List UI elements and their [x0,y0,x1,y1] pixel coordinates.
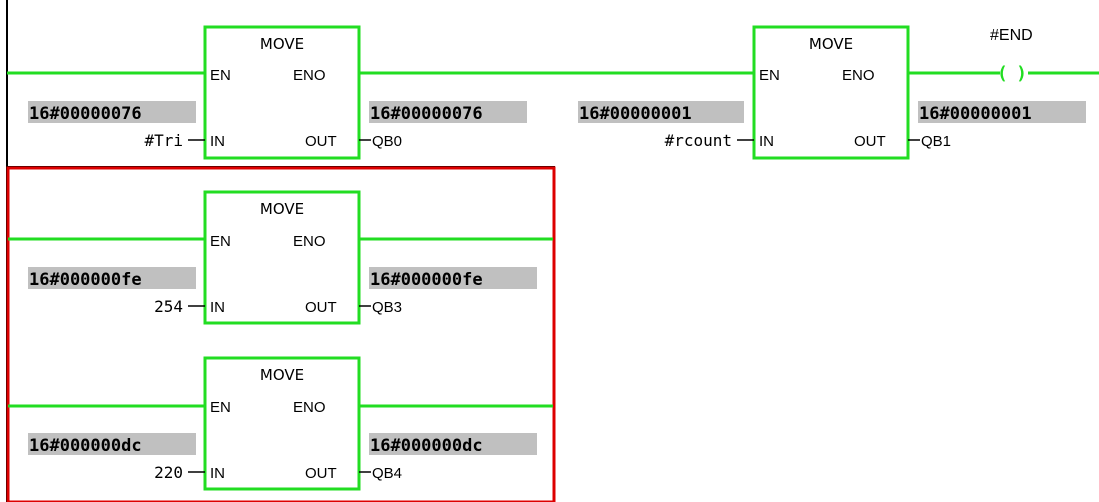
output-operand[interactable]: QB1 [921,133,951,150]
output-value: 16#000000fe [370,270,483,290]
pin-en: EN [759,67,780,84]
value-highlight [28,267,196,289]
move-block-box [752,25,910,160]
input-operand[interactable]: #Tri [144,131,183,150]
move-block-1[interactable]: MOVE EN ENO IN OUT 16#00000076 #Tri 16#0… [28,25,527,160]
pin-eno: ENO [293,233,326,250]
value-highlight [28,101,196,123]
pin-eno: ENO [293,399,326,416]
block-title: MOVE [260,35,304,53]
value-highlight [28,433,196,455]
output-operand[interactable]: QB3 [372,299,402,316]
move-block-4[interactable]: MOVE EN ENO IN OUT 16#000000dc 220 16#00… [28,356,537,491]
move-block-3[interactable]: MOVE EN ENO IN OUT 16#000000fe 254 16#00… [28,190,537,325]
value-highlight [369,101,527,123]
coil-symbol: ( ) [997,63,1027,84]
input-value: 16#000000dc [29,436,142,456]
value-highlight [578,101,744,123]
input-operand[interactable]: 220 [154,463,183,482]
input-operand[interactable]: 254 [154,297,183,316]
pin-out: OUT [305,465,337,482]
pin-in: IN [210,299,225,316]
move-block-box [203,190,361,325]
pin-out: OUT [305,299,337,316]
input-value: 16#00000076 [29,104,142,124]
block-title: MOVE [260,200,304,218]
pin-en: EN [210,233,231,250]
value-highlight [369,433,537,455]
pin-out: OUT [854,133,886,150]
pin-eno: ENO [293,67,326,84]
output-value: 16#00000076 [370,104,483,124]
input-value: 16#000000fe [29,270,142,290]
coil-label: #END [990,27,1033,44]
move-block-box [203,25,361,160]
value-highlight [369,267,537,289]
block-title: MOVE [260,366,304,384]
move-block-box [203,356,361,491]
value-highlight [918,101,1086,123]
output-value: 16#00000001 [919,104,1032,124]
pin-in: IN [759,133,774,150]
pin-en: EN [210,399,231,416]
output-operand[interactable]: QB0 [372,133,402,150]
pin-in: IN [210,133,225,150]
move-block-2[interactable]: MOVE EN ENO IN OUT 16#00000001 #rcount 1… [578,25,1086,160]
pin-out: OUT [305,133,337,150]
output-operand[interactable]: QB4 [372,465,402,482]
input-operand[interactable]: #rcount [665,131,732,150]
input-value: 16#00000001 [579,104,692,124]
selection-rectangle[interactable] [6,166,556,502]
pin-in: IN [210,465,225,482]
pin-en: EN [210,67,231,84]
block-title: MOVE [809,35,853,53]
pin-eno: ENO [842,67,875,84]
coil-end[interactable]: #END ( ) [990,27,1033,84]
output-value: 16#000000dc [370,436,483,456]
